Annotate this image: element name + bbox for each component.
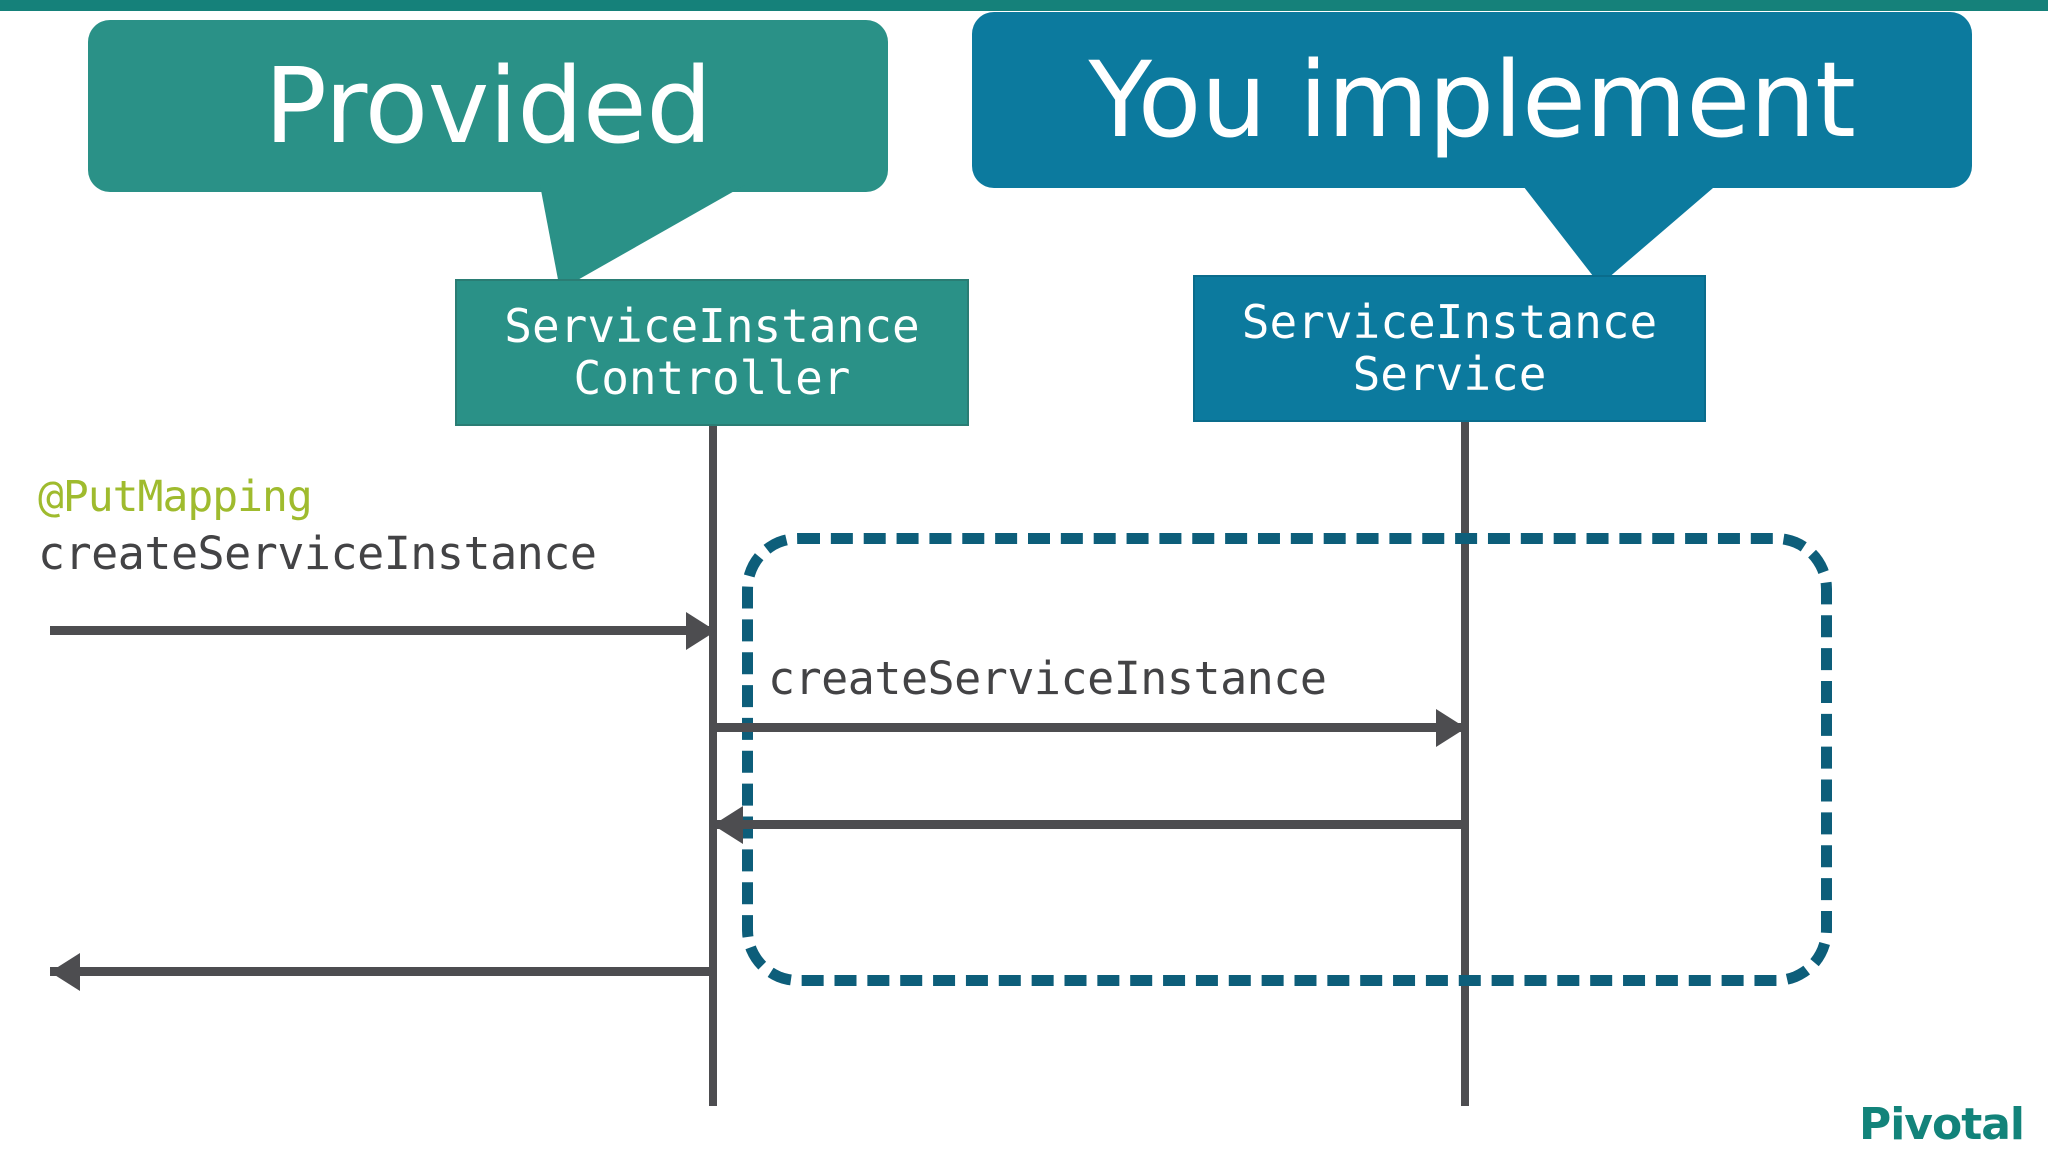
participant-controller-line1: ServiceInstance xyxy=(504,298,920,353)
lifeline-controller xyxy=(709,426,717,1106)
callout-you-implement-label: You implement xyxy=(1088,39,1856,161)
arrowhead-delegate-call xyxy=(1436,709,1466,747)
message-line-inbound-request xyxy=(50,626,710,635)
dashed-implementation-region xyxy=(742,533,1832,986)
label-put-mapping-annotation: @PutMapping xyxy=(38,472,313,522)
participant-service-line2: Service xyxy=(1352,346,1547,401)
message-line-delegate-call xyxy=(713,723,1463,732)
arrowhead-inbound-request xyxy=(686,612,716,650)
label-create-service-instance-entry: createServiceInstance xyxy=(38,527,597,580)
top-accent-bar xyxy=(0,0,2048,11)
pivotal-logo: Pivotal xyxy=(1858,1099,2025,1150)
callout-provided: Provided xyxy=(88,20,888,192)
message-line-response-return xyxy=(50,967,715,976)
participant-service-instance-service: ServiceInstance Service xyxy=(1193,275,1706,422)
participant-service-line1: ServiceInstance xyxy=(1241,294,1658,349)
callout-you-implement: You implement xyxy=(972,12,1972,188)
lifeline-service xyxy=(1461,422,1469,1106)
participant-controller-line2: Controller xyxy=(573,350,851,405)
callout-provided-label: Provided xyxy=(264,45,712,167)
label-create-service-instance-delegate: createServiceInstance xyxy=(768,652,1327,705)
arrowhead-response-return xyxy=(50,953,80,991)
participant-service-instance-controller: ServiceInstance Controller xyxy=(455,279,969,426)
message-line-service-return xyxy=(713,820,1465,829)
arrowhead-service-return xyxy=(713,806,743,844)
